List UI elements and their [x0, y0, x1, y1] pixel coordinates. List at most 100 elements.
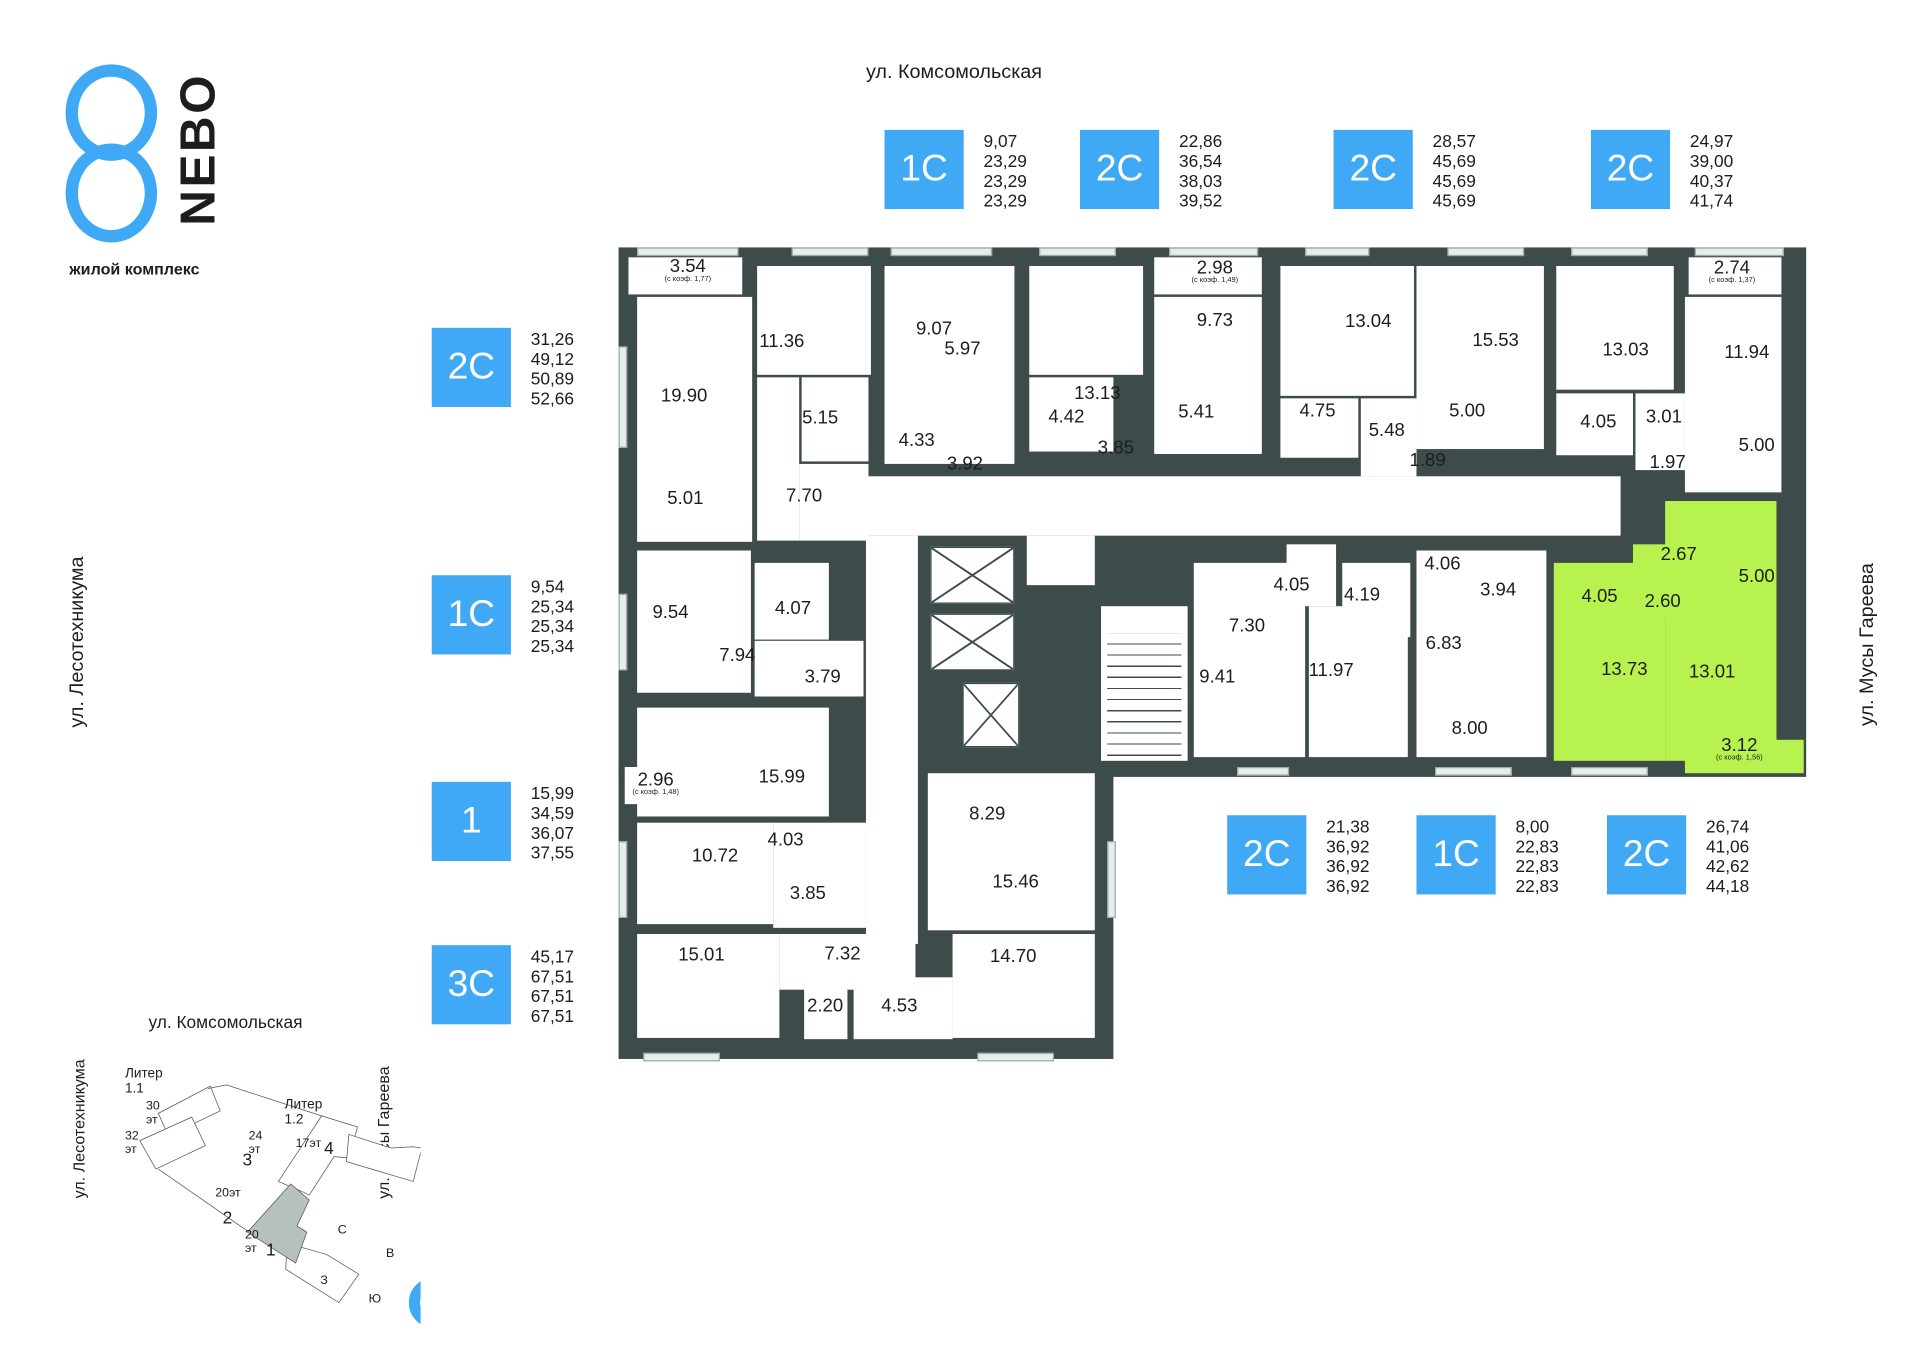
- area-value: 49,12: [530, 348, 575, 369]
- room-area: [637, 296, 753, 542]
- room-area-value: 2.20: [807, 995, 844, 1017]
- area-value: 41,06: [1705, 836, 1750, 857]
- room-area-label: 5.01: [667, 489, 703, 508]
- room-area-value: 5.41: [1178, 401, 1215, 423]
- room-area-label: 4.05: [1580, 413, 1616, 432]
- window: [977, 1052, 1055, 1062]
- room-area-label: 4.33: [899, 431, 935, 450]
- room-area-label: 3.54(с коэф. 1,77): [665, 257, 712, 284]
- room-area: [1280, 398, 1359, 458]
- area-value: 25,34: [530, 616, 575, 636]
- room-area-label: 13.13: [1074, 384, 1120, 403]
- room-area-label: 8.29: [969, 805, 1005, 824]
- room-area-value: 4.75: [1299, 400, 1336, 422]
- room-area-value: 1.97: [1649, 452, 1686, 474]
- room-area-label: 5.00: [1449, 401, 1485, 420]
- floors-32: 32 эт: [124, 1129, 139, 1157]
- area-value: 42,62: [1705, 856, 1750, 876]
- room-area-label: 3.85: [1098, 439, 1134, 458]
- area-value: 36,92: [1326, 856, 1370, 876]
- room-area: [1688, 257, 1782, 295]
- room-area-label: 7.32: [824, 945, 860, 964]
- room-area-label: 3.94: [1480, 581, 1516, 600]
- site-map: [139, 1084, 421, 1325]
- apartment-type-badge: 2С: [1590, 129, 1671, 210]
- window: [1447, 247, 1525, 257]
- room-area-label: 4.19: [1344, 586, 1380, 605]
- apartment-type-badge: 2С: [1333, 129, 1413, 210]
- compass-south: Ю: [368, 1292, 382, 1307]
- room-area-label: 15.53: [1472, 331, 1518, 350]
- room-area-value: 11.97: [1308, 659, 1354, 682]
- room-area: [804, 983, 848, 1040]
- area-value: 45,69: [1432, 190, 1476, 211]
- room-area-value: 4.33: [898, 429, 935, 451]
- room-area: [1280, 265, 1415, 396]
- room-area-label: 11.97: [1309, 661, 1354, 680]
- room-area-value: 7.30: [1228, 615, 1266, 637]
- window: [1694, 247, 1784, 257]
- room-area-label: 15.46: [992, 873, 1038, 892]
- area-value: 22,83: [1515, 875, 1559, 896]
- room-area: [757, 265, 871, 375]
- room-area-label: 1.89: [1410, 451, 1446, 470]
- area-value: 38,03: [1178, 170, 1223, 191]
- room-area-label: 2.98(с коэф. 1,49): [1192, 259, 1239, 286]
- area-value: 31,26: [530, 329, 575, 349]
- room-area-value: 3.92: [946, 453, 984, 475]
- room-area-label: 11.94: [1724, 343, 1769, 362]
- selected-apartment-room: [1632, 544, 1671, 619]
- area-value: 41,74: [1689, 190, 1734, 211]
- room-area-label: 13.73: [1601, 660, 1647, 679]
- room-area: [1286, 544, 1337, 607]
- room-area-label: 13.01: [1689, 662, 1735, 681]
- room-area: [1154, 257, 1262, 295]
- section-1: 1: [265, 1239, 276, 1260]
- window: [1435, 767, 1512, 776]
- area-value: 36,92: [1326, 875, 1370, 896]
- room-area-label: 4.07: [775, 599, 811, 618]
- room-area: [1342, 562, 1411, 638]
- room-area: [884, 265, 1015, 464]
- room-area: [801, 377, 869, 462]
- area-value: 44,18: [1705, 875, 1750, 896]
- room-area-value: 7.70: [786, 485, 823, 507]
- apartment-type-badge: 2С: [1227, 815, 1307, 895]
- room-area-label: 11.36: [759, 332, 804, 351]
- room-area-label: 9.54: [652, 603, 688, 622]
- window: [1107, 841, 1116, 918]
- apartment-type-badge: 2С: [1079, 129, 1160, 210]
- room-area: [927, 773, 1095, 931]
- room-area-value: 5.97: [944, 338, 981, 360]
- room-area-label: 5.97: [944, 340, 980, 359]
- floors-20-section-1: 20 эт: [244, 1228, 259, 1256]
- room-area-label: 6.83: [1426, 634, 1462, 653]
- room-area: [1556, 393, 1633, 456]
- apartment-type-badge: 2С: [1606, 815, 1687, 895]
- area-value: 25,34: [530, 596, 575, 617]
- room-area: [1029, 265, 1144, 375]
- room-area-label: 14.70: [990, 947, 1036, 966]
- room-area: [1635, 393, 1685, 471]
- room-area-value: 3.79: [804, 666, 841, 688]
- street-right: ул. Мусы Гареева: [1856, 563, 1878, 727]
- room-area-value: 8.00: [1451, 718, 1488, 740]
- room-area-label: 9.41: [1199, 667, 1235, 686]
- room-area-label: 15.01: [678, 946, 724, 965]
- room-area-label: 7.30: [1229, 617, 1265, 636]
- sitemap-street-top: ул. Комсомольская: [148, 1011, 303, 1032]
- room-area-label: 5.00: [1739, 436, 1775, 455]
- window: [890, 247, 993, 257]
- room-area-value: 5.48: [1368, 419, 1405, 442]
- room-area: [637, 934, 780, 1038]
- room-area-value: 19.90: [660, 385, 708, 407]
- room-area-label: 3.92: [947, 455, 983, 474]
- room-area-value: 2.98: [1196, 257, 1233, 279]
